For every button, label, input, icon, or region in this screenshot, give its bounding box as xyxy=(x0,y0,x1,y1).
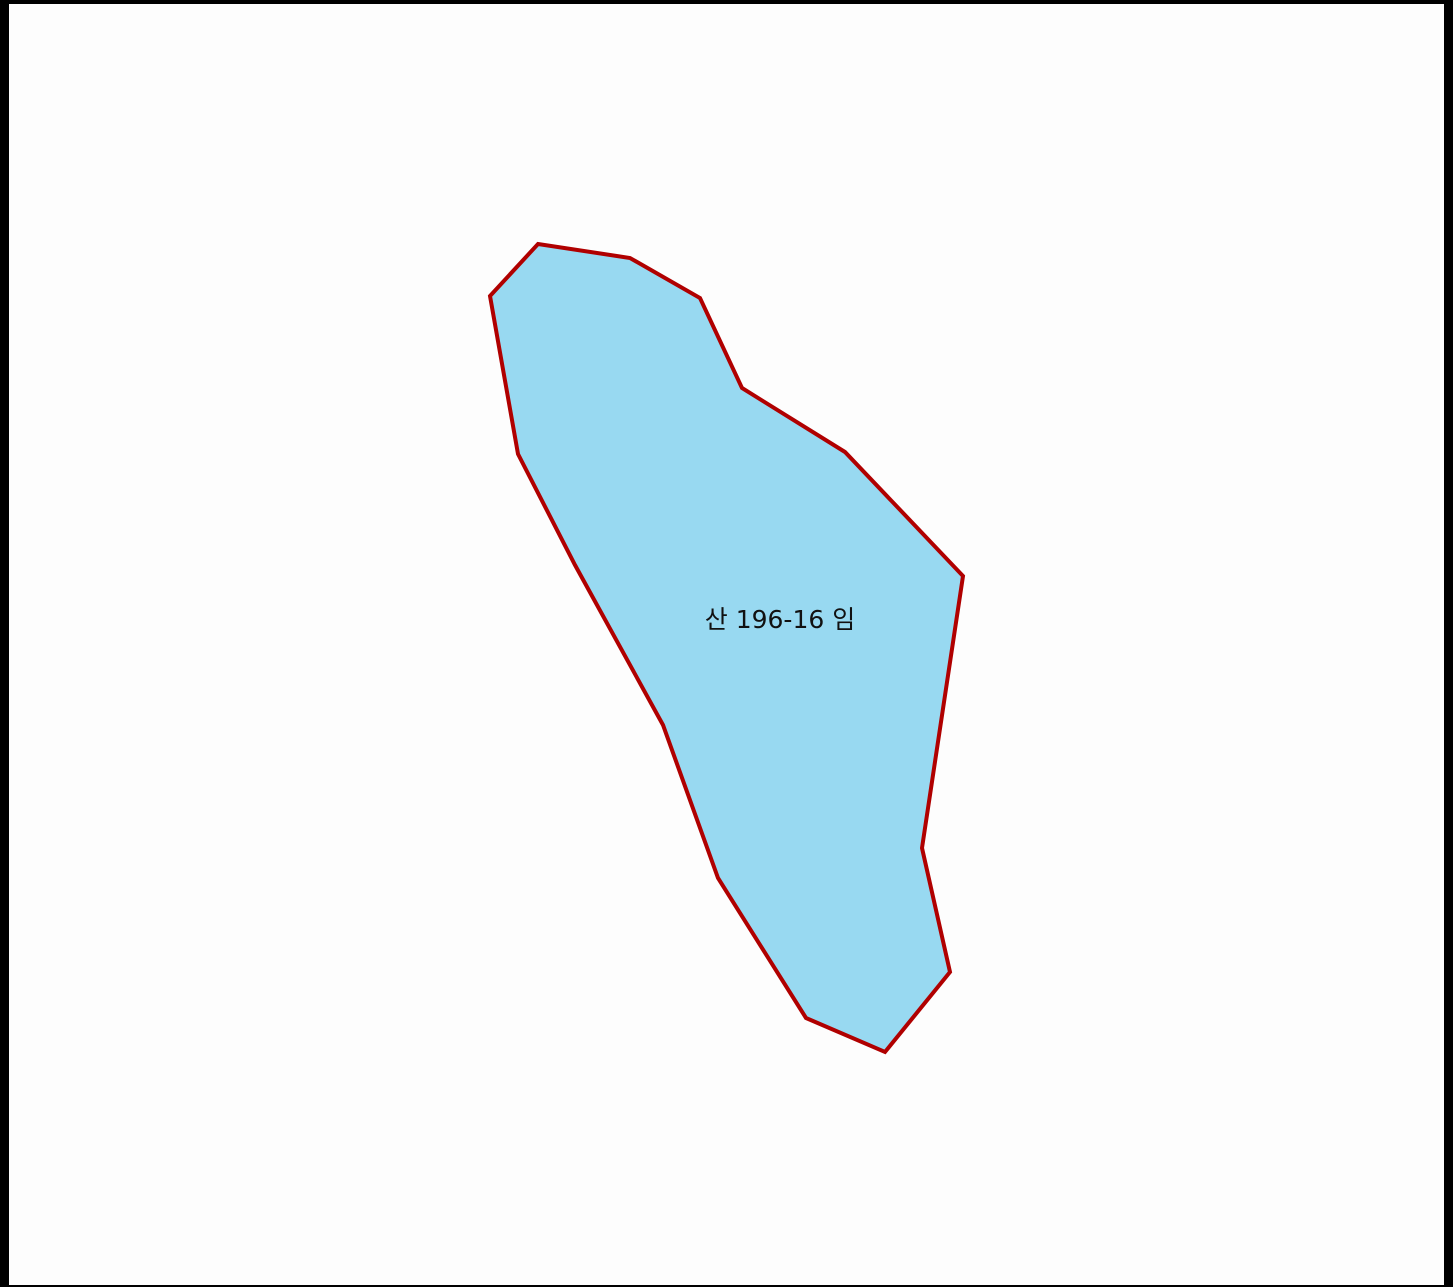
parcel-label: 산 196-16 임 xyxy=(705,605,855,634)
parcel-polygon[interactable] xyxy=(487,241,966,1055)
